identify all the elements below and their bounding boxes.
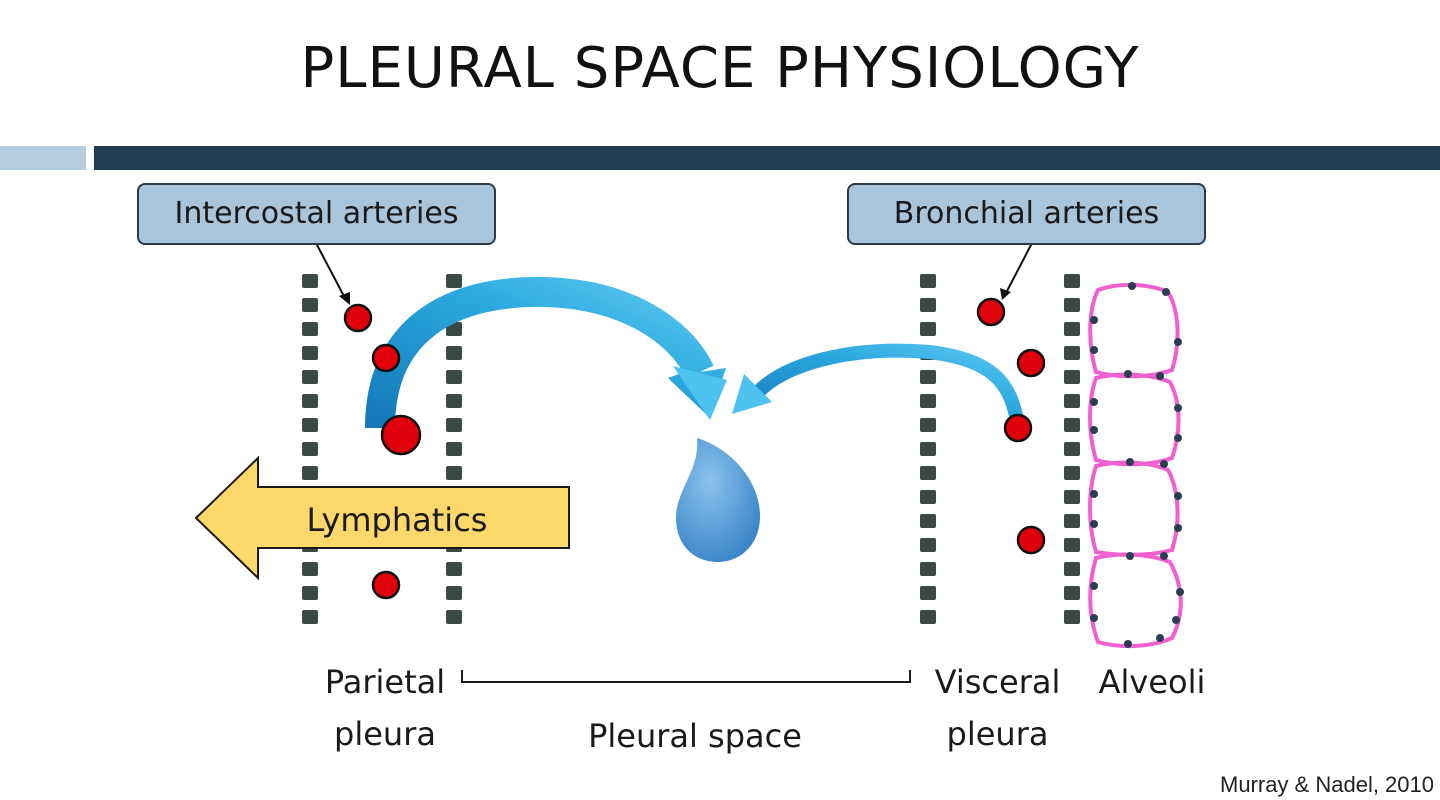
bronchial-pointer-line <box>1005 242 1033 294</box>
alveolus-node <box>1174 524 1182 532</box>
visceral-pleura-label: Visceral pleura <box>915 656 1080 760</box>
alveoli-label: Alveoli <box>1098 663 1206 701</box>
bronchial-vessel <box>976 297 1006 327</box>
parietal-pleura-label: Parietal pleura <box>300 656 470 760</box>
visceral-pleura-line1: Visceral <box>934 663 1061 701</box>
slide-title: PLEURAL SPACE PHYSIOLOGY <box>300 36 1140 101</box>
bronchial-vessel <box>1016 525 1046 555</box>
alveolus-node <box>1090 346 1098 354</box>
intercostal-vessel <box>371 343 401 373</box>
visceral-pleura-line2: pleura <box>946 715 1049 753</box>
alveolus-node <box>1176 588 1184 596</box>
alveolus-node <box>1090 316 1098 324</box>
intercostal-vessel <box>343 303 373 333</box>
alveolus-node <box>1160 552 1168 560</box>
alveolus-node <box>1090 398 1098 406</box>
visceral-vessels <box>976 297 1046 555</box>
alveolus-node <box>1174 338 1182 346</box>
intercostal-vessel <box>380 414 422 456</box>
alveolus-node <box>1124 370 1132 378</box>
alveolus <box>1088 460 1180 557</box>
bronchial-arteries-callout: Bronchial arteries <box>847 183 1206 245</box>
alveolus-node <box>1128 282 1136 290</box>
parietal-pleura-line2: pleura <box>334 715 436 753</box>
alveolus-node <box>1126 458 1134 466</box>
alveolus-node <box>1156 634 1164 642</box>
citation: Murray & Nadel, 2010 <box>1220 772 1434 797</box>
alveolus-node <box>1126 552 1134 560</box>
pleural-fluid-droplet <box>676 438 760 562</box>
visceral-pleura-outer <box>920 274 936 624</box>
alveolus-node <box>1174 492 1182 500</box>
pleural-space-label: Pleural space <box>588 717 802 755</box>
pleural-space-bracket <box>461 670 911 683</box>
alveolus-node <box>1090 520 1098 528</box>
alveolus-node <box>1174 434 1182 442</box>
alveolus-node <box>1090 614 1098 622</box>
intercostal-arteries-callout: Intercostal arteries <box>137 183 496 245</box>
title-bar-accent <box>0 146 86 170</box>
visceral-pleura-inner <box>1064 274 1080 624</box>
parietal-pleura-line1: Parietal <box>324 663 446 701</box>
bronchial-vessel <box>1003 413 1033 443</box>
intercostal-pointer-line <box>315 242 347 301</box>
bronchial-pointer-head <box>1000 288 1011 300</box>
alveolus <box>1088 552 1183 649</box>
alveolus <box>1088 282 1180 379</box>
bronchial-vessel <box>1016 348 1046 378</box>
lymphatics-arrow <box>194 455 570 581</box>
alveolus-node <box>1174 404 1182 412</box>
alveolus-node <box>1124 640 1132 648</box>
parietal-pleura-inner <box>446 274 462 624</box>
intercostal-vessel <box>371 570 401 600</box>
parietal-vessels <box>343 303 422 600</box>
alveolus-node <box>1162 288 1170 296</box>
alveolus-node <box>1090 426 1098 434</box>
title-bar <box>94 146 1440 170</box>
alveolus <box>1088 372 1181 467</box>
alveolus-node <box>1090 582 1098 590</box>
lymphatics-label: Lymphatics <box>306 501 488 539</box>
alveolus-node <box>1172 616 1180 624</box>
visceral-flow-arrowhead <box>732 374 772 414</box>
parietal-pleura-outer <box>302 274 318 624</box>
alveolus-node <box>1156 372 1164 380</box>
intercostal-pointer-head <box>339 292 350 305</box>
alveolus-node <box>1090 490 1098 498</box>
parietal-flow-arrowhead <box>673 366 727 420</box>
alveolus-node <box>1160 460 1168 468</box>
